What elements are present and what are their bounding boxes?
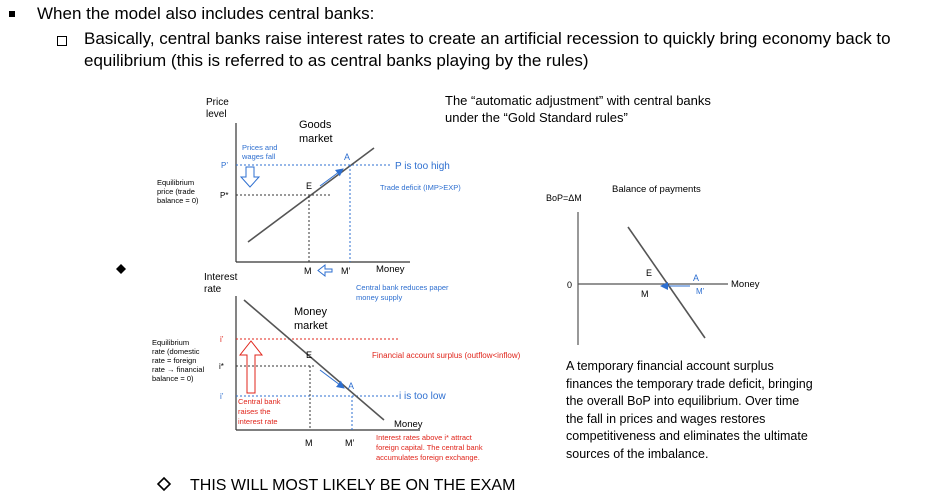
price-fall-arrow-icon — [239, 166, 261, 188]
bop-diagram: BoP=ΔM Balance of payments 0 E M A M’ Mo… — [546, 184, 760, 345]
p-prime-label: P’ — [221, 161, 228, 170]
bullet-level2: Basically, central banks raise interest … — [84, 29, 891, 70]
bullet-box-icon — [57, 36, 67, 46]
diagram-title-line2: under the “Gold Standard rules” — [445, 110, 628, 125]
money-point-a: A — [348, 381, 354, 391]
trade-deficit-label: Trade deficit (IMP>EXP) — [380, 183, 461, 192]
goods-m-label: M — [304, 266, 312, 276]
exam-diamond-icon — [156, 476, 172, 492]
diamond-bullet-icon — [116, 264, 126, 274]
bop-title: Balance of payments — [612, 184, 701, 195]
money-curve — [243, 299, 385, 421]
i-star-label: i* — [219, 362, 224, 371]
money-m-label: M — [305, 438, 313, 448]
goods-point-e: E — [306, 181, 312, 191]
goods-point-a: A — [344, 152, 350, 162]
i-prime-top-label: i’ — [220, 335, 224, 344]
bullet-level1: When the model also includes central ban… — [37, 4, 375, 23]
money-point-e: E — [306, 350, 312, 360]
i-too-low-label: i is too low — [399, 391, 446, 402]
goods-money-label: Money — [376, 264, 405, 275]
bop-mprime: M’ — [696, 287, 705, 296]
bullet-square-icon — [9, 11, 15, 17]
i-prime-bottom-label: i’ — [220, 392, 224, 401]
bop-point-a: A — [693, 273, 699, 283]
bop-zero-label: 0 — [567, 280, 572, 290]
bop-money-label: Money — [731, 279, 760, 290]
bop-point-e: E — [646, 268, 652, 278]
fin-surplus-label: Financial account surplus (outflow<inflo… — [372, 351, 521, 360]
money-mprime-label: M’ — [345, 438, 355, 448]
rate-raise-arrow-icon — [238, 340, 264, 394]
explanation-text: A temporary financial account surplus fi… — [566, 359, 813, 461]
bop-y-axis-label: BoP=ΔM — [546, 193, 582, 203]
exam-note: THIS WILL MOST LIKELY BE ON THE EXAM — [190, 477, 515, 494]
p-too-high-label: P is too high — [395, 161, 450, 172]
diagram-title-line1: The “automatic adjustment” with central … — [445, 93, 711, 108]
goods-mprime-label: M’ — [341, 266, 351, 276]
diagram-title: The “automatic adjustment” with central … — [445, 92, 711, 126]
money-money-label: Money — [394, 419, 423, 430]
p-star-label: P* — [220, 191, 228, 200]
money-reduce-arrow-icon — [317, 263, 333, 278]
goods-curve — [247, 147, 375, 243]
money-move-arrow — [319, 369, 345, 389]
goods-move-arrow — [319, 168, 344, 187]
bop-point-m: M — [641, 289, 649, 299]
